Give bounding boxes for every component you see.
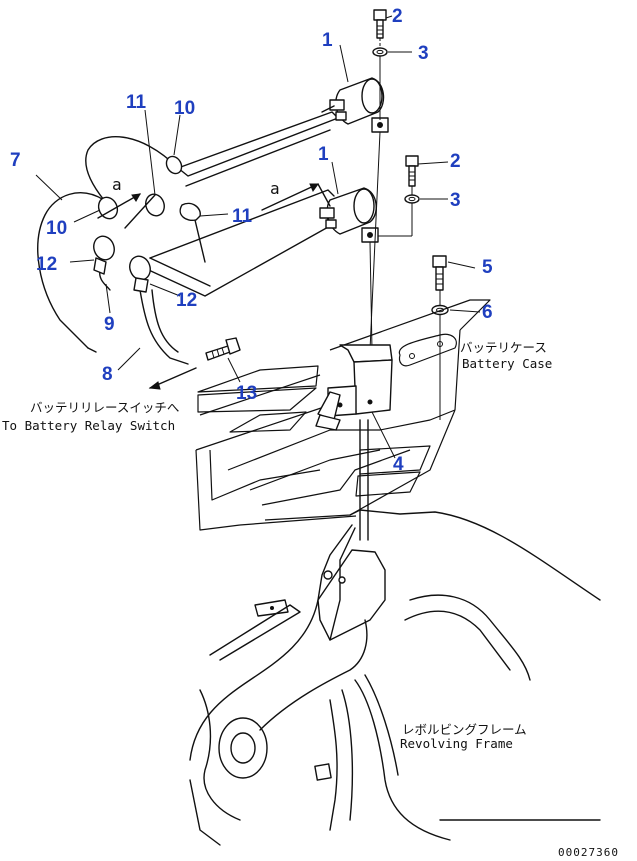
callout-13: 13	[236, 383, 257, 404]
bolt-upper	[373, 9, 387, 39]
view-marker-a: a	[112, 175, 122, 194]
frame-label-en: Revolving Frame	[400, 736, 513, 751]
battery-case-label-jp: バッテリケース	[460, 340, 547, 355]
callout-8: 8	[102, 364, 113, 385]
callout-3: 3	[450, 190, 461, 211]
washer-lower	[404, 194, 420, 204]
callout-9: 9	[104, 314, 115, 335]
callout-3: 3	[418, 43, 429, 64]
leader-lines	[35, 15, 481, 459]
drawing-code: 00027360	[558, 846, 619, 859]
callout-1: 1	[322, 30, 333, 51]
terminal-boots	[93, 155, 206, 293]
view-marker-a: a	[270, 179, 280, 198]
cover-plates	[197, 365, 431, 497]
callout-5: 5	[482, 257, 493, 278]
callout-11: 11	[232, 206, 253, 227]
support-post	[359, 419, 369, 541]
callout-11: 11	[126, 92, 147, 113]
battery-relay-lower	[319, 187, 379, 243]
washer-upper	[372, 47, 388, 57]
callout-7: 7	[10, 150, 21, 171]
harness-outline	[139, 111, 339, 297]
battery-case-label-en: Battery Case	[462, 356, 552, 371]
view-arrows	[97, 183, 331, 390]
callout-6: 6	[482, 302, 493, 323]
revolving-frame	[189, 509, 601, 846]
callout-4: 4	[393, 454, 404, 475]
callout-10: 10	[46, 218, 67, 239]
battery-relay-upper	[321, 77, 389, 133]
frame-label-jp: レボルビングフレーム	[402, 722, 527, 737]
bolt-5	[432, 255, 447, 291]
callout-2: 2	[450, 151, 461, 172]
bolt-lower	[405, 155, 419, 187]
callout-12: 12	[36, 254, 57, 275]
callout-10: 10	[174, 98, 195, 119]
callout-1: 1	[318, 144, 329, 165]
callout-12: 12	[176, 290, 197, 311]
axis-line	[369, 241, 373, 351]
battery-case-outline	[195, 299, 491, 531]
callout-2: 2	[392, 6, 403, 27]
bolt-13	[205, 337, 241, 361]
bracket-4	[315, 344, 393, 431]
relay-switch-label-en: To Battery Relay Switch	[2, 418, 175, 433]
relay-switch-label-jp: バッテリリレースイッチへ	[30, 400, 179, 415]
